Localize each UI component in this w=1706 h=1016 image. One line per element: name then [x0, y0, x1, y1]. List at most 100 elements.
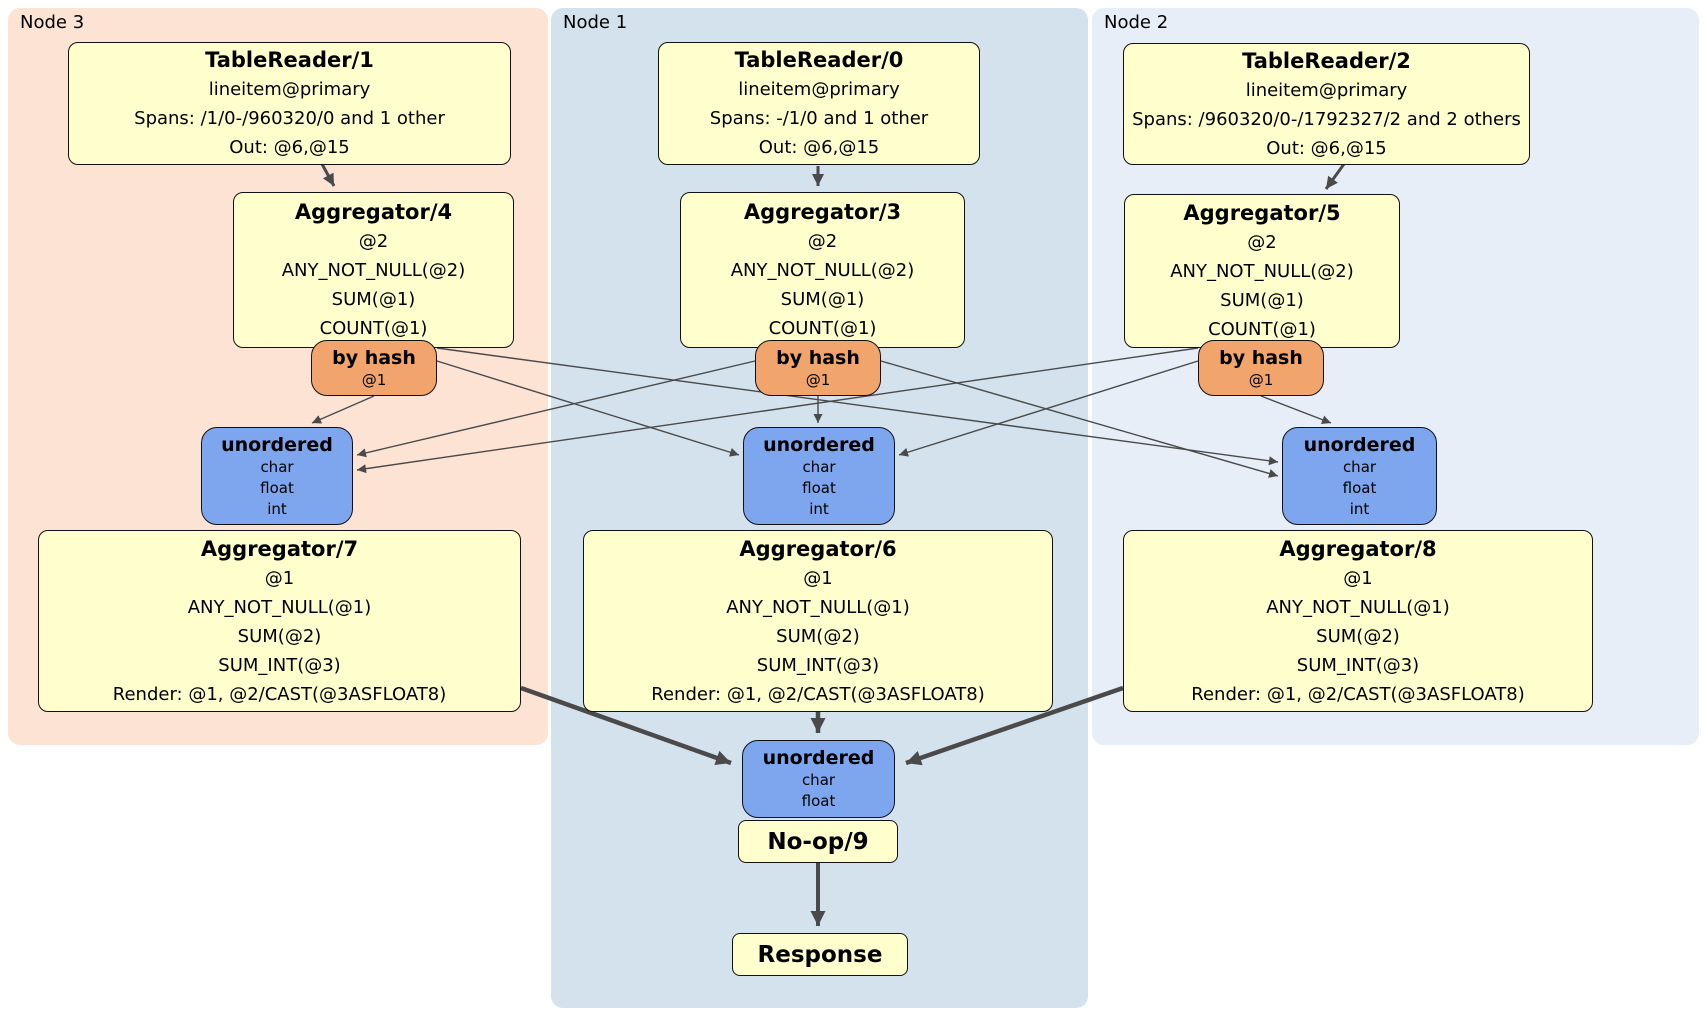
node-line: ANY_NOT_NULL(@2) [281, 260, 466, 281]
node-title: Aggregator/6 [739, 536, 897, 561]
edge-hash2-un3 [356, 347, 1199, 474]
node-line: float [260, 478, 294, 497]
node-line: @1 [1343, 567, 1373, 589]
unordered-sync-node1: unordered char float int [743, 427, 895, 525]
node-line: SUM(@2) [776, 625, 860, 647]
node-line: Spans: /960320/0-/1792327/2 and 2 others [1132, 108, 1521, 130]
node-line: SUM_INT(@3) [218, 654, 341, 676]
node-line: @2 [807, 231, 838, 252]
node-line: Spans: -/1/0 and 1 other [709, 108, 929, 129]
unordered-sync-node3: unordered char float int [201, 427, 353, 525]
node-title: unordered [763, 433, 875, 456]
node-line: int [809, 499, 829, 518]
edge-hash2-un1 [898, 360, 1199, 457]
node-line: Spans: /1/0-/960320/0 and 1 other [134, 108, 445, 129]
node-line: char [801, 771, 836, 789]
node2-panel-label: Node 2 [1104, 12, 1169, 33]
node-line: char [1342, 457, 1377, 476]
node-line: @1 [264, 567, 295, 589]
node-title: Aggregator/5 [1183, 201, 1341, 225]
tablereader-2-node: TableReader/2 lineitem@primary Spans: /9… [1123, 43, 1530, 165]
node-title: TableReader/2 [1242, 48, 1411, 73]
node-line: lineitem@primary [208, 79, 371, 100]
node-line: ANY_NOT_NULL(@1) [1266, 596, 1450, 618]
node-title: unordered [221, 433, 333, 456]
noop-node: No-op/9 [738, 820, 898, 863]
node-line: @2 [358, 231, 389, 252]
aggregator-7-node: Aggregator/7 @1 ANY_NOT_NULL(@1) SUM(@2)… [38, 530, 521, 712]
node3-panel-label: Node 3 [20, 12, 85, 33]
response-node: Response [732, 933, 908, 976]
node-title: Aggregator/4 [294, 200, 453, 224]
by-hash-router-node1: by hash @1 [755, 340, 881, 396]
by-hash-router-node2: by hash @1 [1198, 340, 1324, 396]
node-line: Render: @1, @2/CAST(@3ASFLOAT8) [1191, 683, 1525, 705]
node-line: Out: @6,@15 [758, 137, 880, 158]
node-line: ANY_NOT_NULL(@1) [187, 596, 372, 618]
node-line: @1 [361, 370, 387, 389]
node-line: @1 [803, 567, 833, 589]
edge-tr1-agg4 [320, 163, 336, 187]
aggregator-3-node: Aggregator/3 @2 ANY_NOT_NULL(@2) SUM(@1)… [680, 192, 965, 348]
node-line: SUM(@1) [331, 289, 416, 310]
node-line: lineitem@primary [1245, 79, 1408, 101]
node-line: @1 [805, 370, 831, 389]
node-title: TableReader/0 [734, 48, 904, 72]
node-title: unordered [762, 747, 875, 769]
node-line: Out: @6,@15 [229, 137, 350, 158]
node-line: float [801, 792, 836, 810]
node-line: Render: @1, @2/CAST(@3ASFLOAT8) [112, 683, 447, 705]
node-line: COUNT(@1) [1208, 319, 1316, 340]
aggregator-6-node: Aggregator/6 @1 ANY_NOT_NULL(@1) SUM(@2)… [583, 530, 1053, 712]
node-line: @1 [1248, 370, 1274, 389]
node-title: by hash [332, 346, 416, 369]
aggregator-5-node: Aggregator/5 @2 ANY_NOT_NULL(@2) SUM(@1)… [1124, 194, 1400, 348]
node-line: COUNT(@1) [768, 318, 877, 339]
edge-agg7-unf [520, 685, 732, 766]
unordered-sync-final: unordered char float [742, 740, 895, 818]
node-line: SUM(@1) [780, 289, 865, 310]
node-line: float [1342, 478, 1377, 497]
node-title: Aggregator/7 [200, 536, 359, 561]
node-title: Aggregator/8 [1279, 536, 1437, 561]
node-line: lineitem@primary [738, 79, 900, 100]
node-line: char [260, 457, 294, 476]
tablereader-0-node: TableReader/0 lineitem@primary Spans: -/… [658, 42, 980, 165]
aggregator-8-node: Aggregator/8 @1 ANY_NOT_NULL(@1) SUM(@2)… [1123, 530, 1593, 712]
node-line: Render: @1, @2/CAST(@3ASFLOAT8) [651, 683, 985, 705]
node-title: unordered [1303, 433, 1416, 456]
edge-hash2-un2 [1260, 395, 1332, 424]
node-title: by hash [776, 346, 860, 369]
node-line: SUM(@1) [1220, 290, 1304, 311]
node-line: ANY_NOT_NULL(@2) [730, 260, 915, 281]
edge-hash3-un3 [311, 395, 375, 424]
node-line: ANY_NOT_NULL(@1) [726, 596, 910, 618]
node-line: SUM_INT(@3) [756, 654, 880, 676]
edge-tr2-agg5 [1324, 163, 1346, 190]
node-title: by hash [1219, 346, 1303, 369]
node-title: Response [757, 941, 883, 968]
node-line: float [802, 478, 836, 497]
node-line: int [267, 499, 287, 518]
node-line: SUM_INT(@3) [1296, 654, 1420, 676]
node-title: TableReader/1 [205, 48, 374, 72]
node-line: SUM(@2) [237, 625, 322, 647]
tablereader-1-node: TableReader/1 lineitem@primary Spans: /1… [68, 42, 511, 165]
node-line: Out: @6,@15 [1266, 137, 1387, 159]
node-line: ANY_NOT_NULL(@2) [1170, 261, 1354, 282]
node-line: SUM(@2) [1316, 625, 1400, 647]
node-line: COUNT(@1) [319, 318, 428, 339]
edge-hash3-un2 [436, 347, 1279, 466]
node-line: int [1349, 499, 1370, 518]
aggregator-4-node: Aggregator/4 @2 ANY_NOT_NULL(@2) SUM(@1)… [233, 192, 514, 348]
by-hash-router-node3: by hash @1 [311, 340, 437, 396]
edge-agg8-unf [905, 685, 1124, 766]
node-title: Aggregator/3 [743, 200, 902, 224]
edge-hash1-un3 [356, 360, 756, 458]
node1-panel-label: Node 1 [563, 12, 628, 33]
node-line: char [802, 457, 836, 476]
node-title: No-op/9 [767, 828, 869, 855]
edge-hash3-un1 [436, 360, 740, 457]
